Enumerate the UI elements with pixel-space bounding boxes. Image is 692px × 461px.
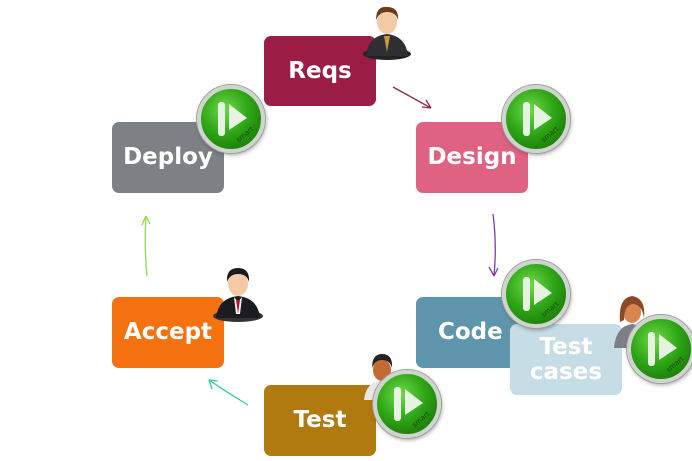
smart-play-icon[interactable]: smart <box>197 85 265 153</box>
stage-test-cases[interactable]: Test cases <box>510 324 622 395</box>
arrow-accept-to-deploy <box>141 215 151 277</box>
badge-text: smart <box>540 125 561 144</box>
person-man-icon <box>363 6 411 60</box>
smart-play-icon[interactable]: smart <box>373 370 441 438</box>
arrow-test-to-accept <box>208 379 249 406</box>
smart-play-icon[interactable]: smart <box>502 260 570 328</box>
stage-test[interactable]: Test <box>264 385 376 456</box>
badge-text: smart <box>665 355 686 374</box>
arrow-reqs-to-design <box>392 86 432 109</box>
arrow-design-to-code <box>488 213 499 277</box>
stage-label: Code <box>438 319 503 346</box>
stage-accept[interactable]: Accept <box>112 297 224 368</box>
play-glyph: smart <box>218 102 256 144</box>
stage-label: Test cases <box>529 334 603 385</box>
stage-label: Test <box>293 407 347 434</box>
play-glyph: smart <box>648 332 686 374</box>
badge-text: smart <box>235 125 256 144</box>
stage-label: Reqs <box>288 57 352 84</box>
stage-reqs[interactable]: Reqs <box>264 36 376 106</box>
smart-play-icon[interactable]: smart <box>627 315 692 383</box>
badge-text: smart <box>411 410 432 429</box>
stage-label: Design <box>427 144 517 171</box>
person-manager-icon <box>213 268 263 322</box>
smart-play-icon[interactable]: smart <box>502 85 570 153</box>
play-glyph: smart <box>523 102 561 144</box>
play-glyph: smart <box>523 277 561 319</box>
stage-label: Deploy <box>123 144 213 171</box>
play-glyph: smart <box>394 387 432 429</box>
stage-label: Accept <box>123 319 213 346</box>
badge-text: smart <box>540 300 561 319</box>
